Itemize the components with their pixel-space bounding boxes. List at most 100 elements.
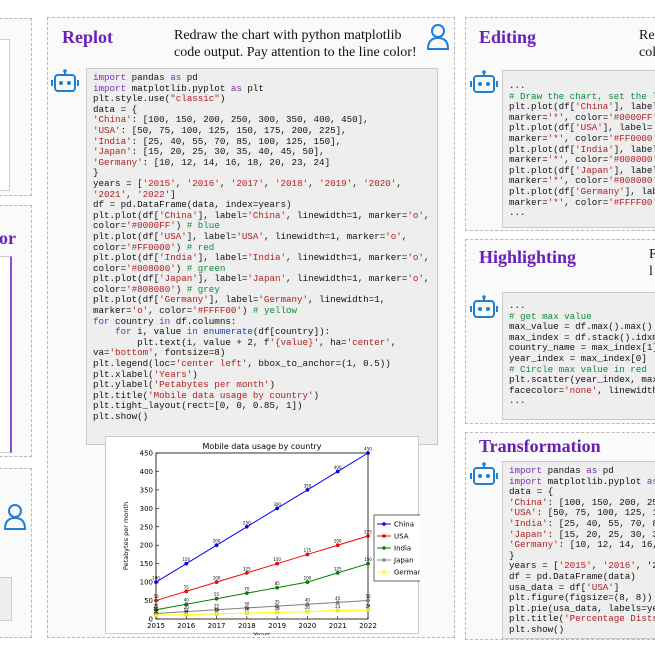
data-point bbox=[154, 580, 158, 585]
code-line: marker='*', color='#808080' bbox=[509, 176, 655, 187]
code-token: 'Petabytes per month' bbox=[153, 379, 270, 391]
code-token: '{value}' bbox=[269, 336, 320, 348]
data-point bbox=[366, 598, 370, 603]
code-token: '#808080' bbox=[608, 175, 655, 187]
code-token: 'Years' bbox=[153, 368, 193, 380]
code-token: marker= bbox=[509, 154, 548, 166]
code-line: plt.plot(df['Japan'], label bbox=[509, 164, 655, 177]
legend-label: USA bbox=[394, 533, 409, 541]
code-line: import pandas as pd bbox=[509, 465, 655, 477]
code-token: '2019' bbox=[319, 177, 353, 189]
x-tick-label: 2017 bbox=[208, 622, 226, 630]
data-label: 55 bbox=[214, 592, 220, 597]
code-token: } bbox=[93, 167, 99, 179]
data-point bbox=[335, 608, 340, 613]
code-token: plt.legend(loc= bbox=[93, 358, 176, 370]
code-token: 'India' bbox=[575, 143, 614, 155]
code-token: 'USA' bbox=[159, 230, 187, 242]
code-token: plt.plot(df[ bbox=[509, 185, 576, 197]
code-token: import bbox=[509, 465, 543, 476]
robot-icon bbox=[470, 70, 498, 93]
y-tick-label: 150 bbox=[140, 560, 153, 568]
code-token: ) bbox=[269, 379, 275, 391]
code-line: 'China': [100, 150, 200, 250 bbox=[509, 496, 655, 509]
code-token: # green bbox=[186, 262, 226, 274]
code-token: : [50, 75, 100, 125, 15 bbox=[536, 507, 655, 519]
code-token: import bbox=[509, 475, 543, 487]
code-token: : [25, 40, 55, 70, 85, 100, 125, 150], bbox=[131, 135, 342, 147]
code-line: import matplotlib.pyplot as p bbox=[509, 475, 655, 488]
code-token: ], label= bbox=[197, 209, 248, 221]
code-token: i, value bbox=[131, 326, 187, 338]
code-line: plt.plot(df['Japan'], label='Japan', lin… bbox=[93, 273, 431, 285]
data-point bbox=[335, 469, 340, 474]
code-line: plt.xlabel('Years') bbox=[93, 368, 431, 381]
code-line: ... bbox=[509, 396, 655, 407]
code-line: df = pd.DataFrame(data) bbox=[509, 571, 655, 583]
code-line: plt.title('Percentage Distri bbox=[509, 614, 655, 625]
legend-marker bbox=[382, 546, 386, 550]
series-line-india bbox=[155, 563, 369, 611]
x-tick-label: 2022 bbox=[359, 622, 377, 630]
y-tick-label: 450 bbox=[140, 450, 153, 458]
code-token: '#FF0000' bbox=[126, 241, 176, 253]
code-token: marker= bbox=[509, 196, 548, 208]
code-token: country bbox=[109, 315, 160, 327]
code-token: : [50, 75, 100, 125, 150, 175, 200, 225]… bbox=[120, 124, 347, 136]
legend-label: India bbox=[394, 545, 411, 553]
data-label: 400 bbox=[334, 465, 342, 470]
code-token: # Circle max value in red bbox=[509, 363, 647, 375]
code-line: } bbox=[509, 550, 655, 562]
data-point bbox=[366, 451, 370, 455]
code-token: plt.plot(df[ bbox=[93, 294, 160, 306]
code-line: plt.title('Mobile data usage by country'… bbox=[93, 390, 431, 402]
code-token: '2022' bbox=[137, 188, 171, 200]
code-line: color='#808080') # grey bbox=[93, 283, 431, 296]
code-token: year_index = max_index[0] bbox=[509, 352, 647, 364]
code-token: ], label= bbox=[613, 143, 655, 155]
code-token: : [100, 150, 200, 250 bbox=[547, 496, 655, 508]
code-token: '2015' bbox=[142, 177, 176, 189]
code-token: # yellow bbox=[252, 305, 298, 317]
code-line: plt.figure(figsize=(8, 8)) bbox=[509, 592, 655, 604]
code-token: 'o' bbox=[407, 252, 424, 264]
code-token: '#808080' bbox=[126, 283, 176, 295]
left-panel-top-content bbox=[0, 39, 10, 191]
code-token: : [10, 12, 14, 16, 18, 20, 23, 24] bbox=[142, 156, 331, 168]
code-token: plt.xlabel( bbox=[93, 368, 154, 380]
data-label: 75 bbox=[184, 585, 190, 590]
code-token: 'Japan' bbox=[575, 164, 614, 176]
x-tick-label: 2016 bbox=[177, 622, 195, 630]
code-token: ], label= bbox=[197, 252, 248, 264]
code-line: } bbox=[93, 168, 431, 179]
code-token: 'USA' bbox=[575, 122, 603, 134]
code-token: pandas bbox=[126, 72, 171, 83]
data-label: 150 bbox=[182, 557, 190, 562]
code-token: ] bbox=[170, 188, 176, 200]
code-token: 'USA' bbox=[236, 230, 264, 242]
code-token: as bbox=[646, 475, 655, 487]
data-label: 100 bbox=[304, 576, 312, 581]
code-token: , bbox=[352, 177, 364, 189]
code-token: '2016' bbox=[186, 177, 220, 189]
user-icon bbox=[3, 504, 27, 530]
code-line: plt.show() bbox=[93, 411, 431, 423]
data-label: 40 bbox=[305, 598, 311, 603]
code-token: 'center left' bbox=[175, 358, 248, 370]
data-label: 200 bbox=[334, 539, 342, 544]
replot-prompt-line-1: Redraw the chart with python matplotlib bbox=[174, 28, 402, 43]
code-token: # grey bbox=[186, 283, 220, 295]
code-token: plt.plot(df[ bbox=[509, 122, 576, 134]
user-icon bbox=[426, 24, 450, 50]
code-token: data = { bbox=[93, 103, 138, 115]
code-token: 'India' bbox=[159, 252, 198, 264]
code-line: 'Germany': [10, 12, 14, 16, 1 bbox=[509, 539, 655, 551]
code-token: plt.plot(df[ bbox=[93, 230, 160, 242]
code-token: (df[country]): bbox=[252, 326, 331, 338]
data-point bbox=[184, 589, 189, 594]
code-token: , bbox=[126, 188, 138, 200]
code-line: plt.plot(df['India'], label='India', lin… bbox=[93, 252, 431, 264]
